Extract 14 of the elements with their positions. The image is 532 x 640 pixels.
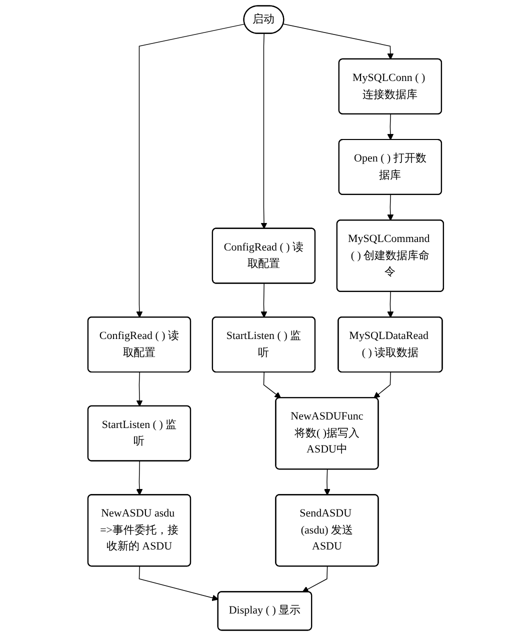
arrow [387,114,394,140]
arrow [139,566,219,601]
arrow [136,24,246,318]
arrow [136,372,143,407]
arrow [387,194,394,221]
arrow [264,372,282,398]
arrow [387,291,394,318]
arrow [283,24,394,60]
arrow [261,283,268,318]
arrow [374,372,392,398]
arrow [302,566,328,592]
arrow [136,460,143,496]
arrow [324,469,331,496]
arrow [261,33,268,229]
